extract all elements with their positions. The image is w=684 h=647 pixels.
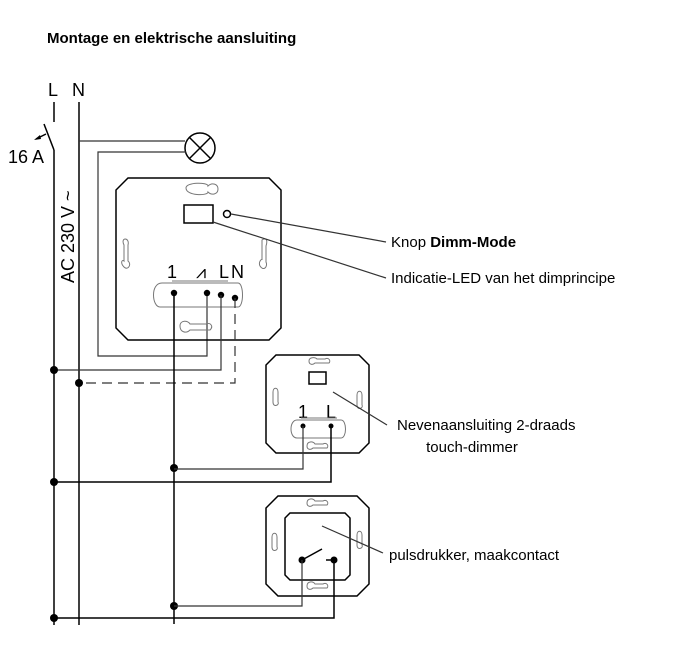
phase-line <box>34 102 55 625</box>
neutral-label: N <box>72 80 85 100</box>
contact-icon <box>301 548 323 561</box>
pushbutton-callout: pulsdrukker, maakcontact <box>389 547 560 564</box>
led-icon <box>222 209 232 219</box>
led-callout: Indicatie-LED van het dimprincipe <box>391 270 615 287</box>
fuse-switch-icon <box>43 123 55 151</box>
voltage-label: AC 230 V ~ <box>58 190 78 283</box>
phase-label: L <box>48 80 58 100</box>
dimmer-insert: 1 ⩘ L N <box>115 177 282 341</box>
dimm-mode-button-icon <box>183 204 214 224</box>
extension-callout-line2: touch-dimmer <box>426 439 518 456</box>
terminal-n-label: N <box>231 262 244 282</box>
terminal-l-label: L <box>219 262 229 282</box>
dimm-mode-callout: Knop Dimm-Mode <box>391 234 516 251</box>
diagram-title: Montage en elektrische aansluiting <box>47 30 297 47</box>
fuse-label: 16 A <box>8 147 44 167</box>
ext-terminal-1-label: 1 <box>298 402 308 422</box>
pushbutton <box>265 495 370 597</box>
terminal-1-label: 1 <box>167 262 177 282</box>
terminal-dim-label: ⩘ <box>196 262 206 282</box>
extension-callout-line1: Nevenaansluiting 2-draads <box>397 417 575 434</box>
ext-terminal-l-label: L <box>326 402 336 422</box>
lamp-icon <box>184 132 216 164</box>
